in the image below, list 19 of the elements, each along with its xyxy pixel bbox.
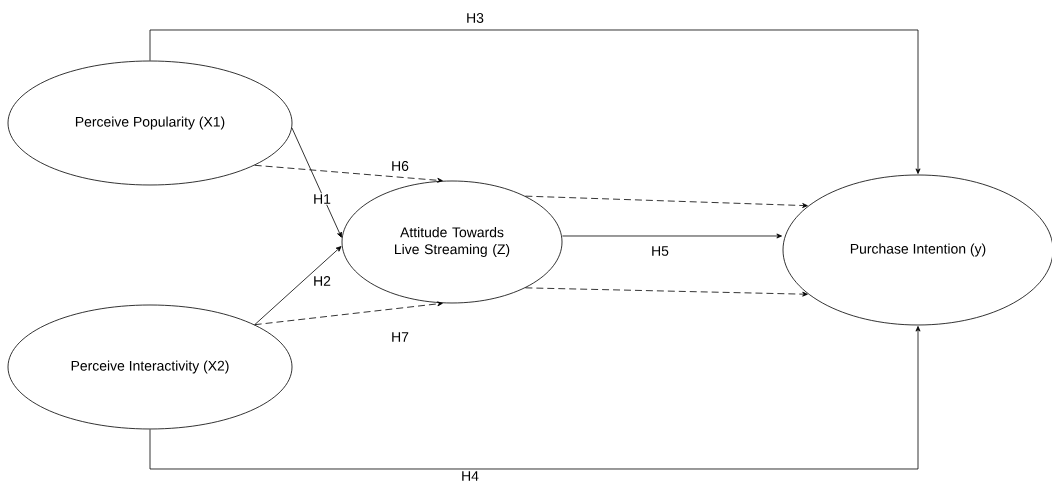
arrow [149,326,921,470]
arrow [562,233,782,239]
edge-label: H7 [390,331,410,343]
ellipse-node: Attitude Towards Live Streaming (Z) [341,180,563,304]
edge-label: H2 [312,275,332,287]
arrow [525,195,808,208]
arrow [254,164,443,183]
ellipse-node: Perceive Popularity (X1) [7,60,293,186]
arrow [149,29,921,174]
arrow [254,301,443,326]
edge-label: H3 [465,12,485,24]
ellipse-node: Perceive Interactivity (X2) [7,304,293,430]
edge-label: H4 [460,470,480,482]
arrow [254,246,342,326]
edge-label: H1 [312,193,332,205]
edge-label: H5 [650,245,670,257]
edge-label: H6 [390,160,410,172]
arrow [525,287,808,297]
arrow [291,127,342,238]
